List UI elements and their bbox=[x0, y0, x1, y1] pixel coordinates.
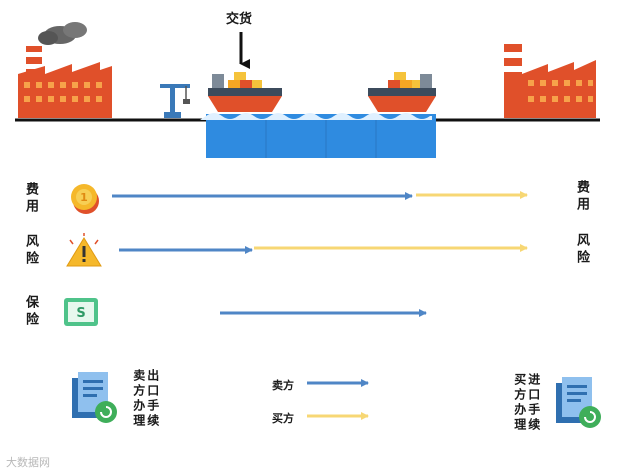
buyer-factory-icon bbox=[504, 44, 596, 118]
cost-label-right: 费用 bbox=[574, 180, 589, 214]
risk-label-right: 风险 bbox=[574, 233, 589, 267]
insurance-label-left: 保险 bbox=[23, 295, 38, 329]
warning-icon bbox=[66, 233, 102, 267]
import-document-icon bbox=[556, 377, 601, 428]
cost-label-left: 费用 bbox=[23, 182, 38, 216]
sea-icon bbox=[200, 113, 436, 158]
coin-icon: 1 bbox=[71, 184, 99, 214]
arriving-ship-icon bbox=[368, 72, 436, 112]
svg-text:S: S bbox=[76, 306, 85, 321]
svg-text:1: 1 bbox=[80, 191, 88, 204]
import-procedure-col2: 进口手续 bbox=[526, 373, 541, 433]
export-procedure-col1: 卖方办理 bbox=[131, 369, 146, 429]
seller-factory-icon bbox=[18, 22, 112, 118]
cash-icon: S bbox=[64, 298, 98, 326]
import-procedure-col1: 买方办理 bbox=[512, 373, 527, 433]
delivery-label: 交货 bbox=[226, 12, 253, 27]
risk-label-left: 风险 bbox=[23, 234, 38, 268]
export-document-icon bbox=[72, 372, 117, 423]
export-procedure-col2: 出口手续 bbox=[145, 369, 160, 429]
port-crane-icon bbox=[160, 84, 190, 118]
loading-ship-icon bbox=[208, 72, 282, 112]
legend-buyer-label: 买方 bbox=[272, 412, 294, 425]
watermark: 大数据网 bbox=[6, 456, 50, 469]
legend-seller-label: 卖方 bbox=[272, 379, 294, 392]
